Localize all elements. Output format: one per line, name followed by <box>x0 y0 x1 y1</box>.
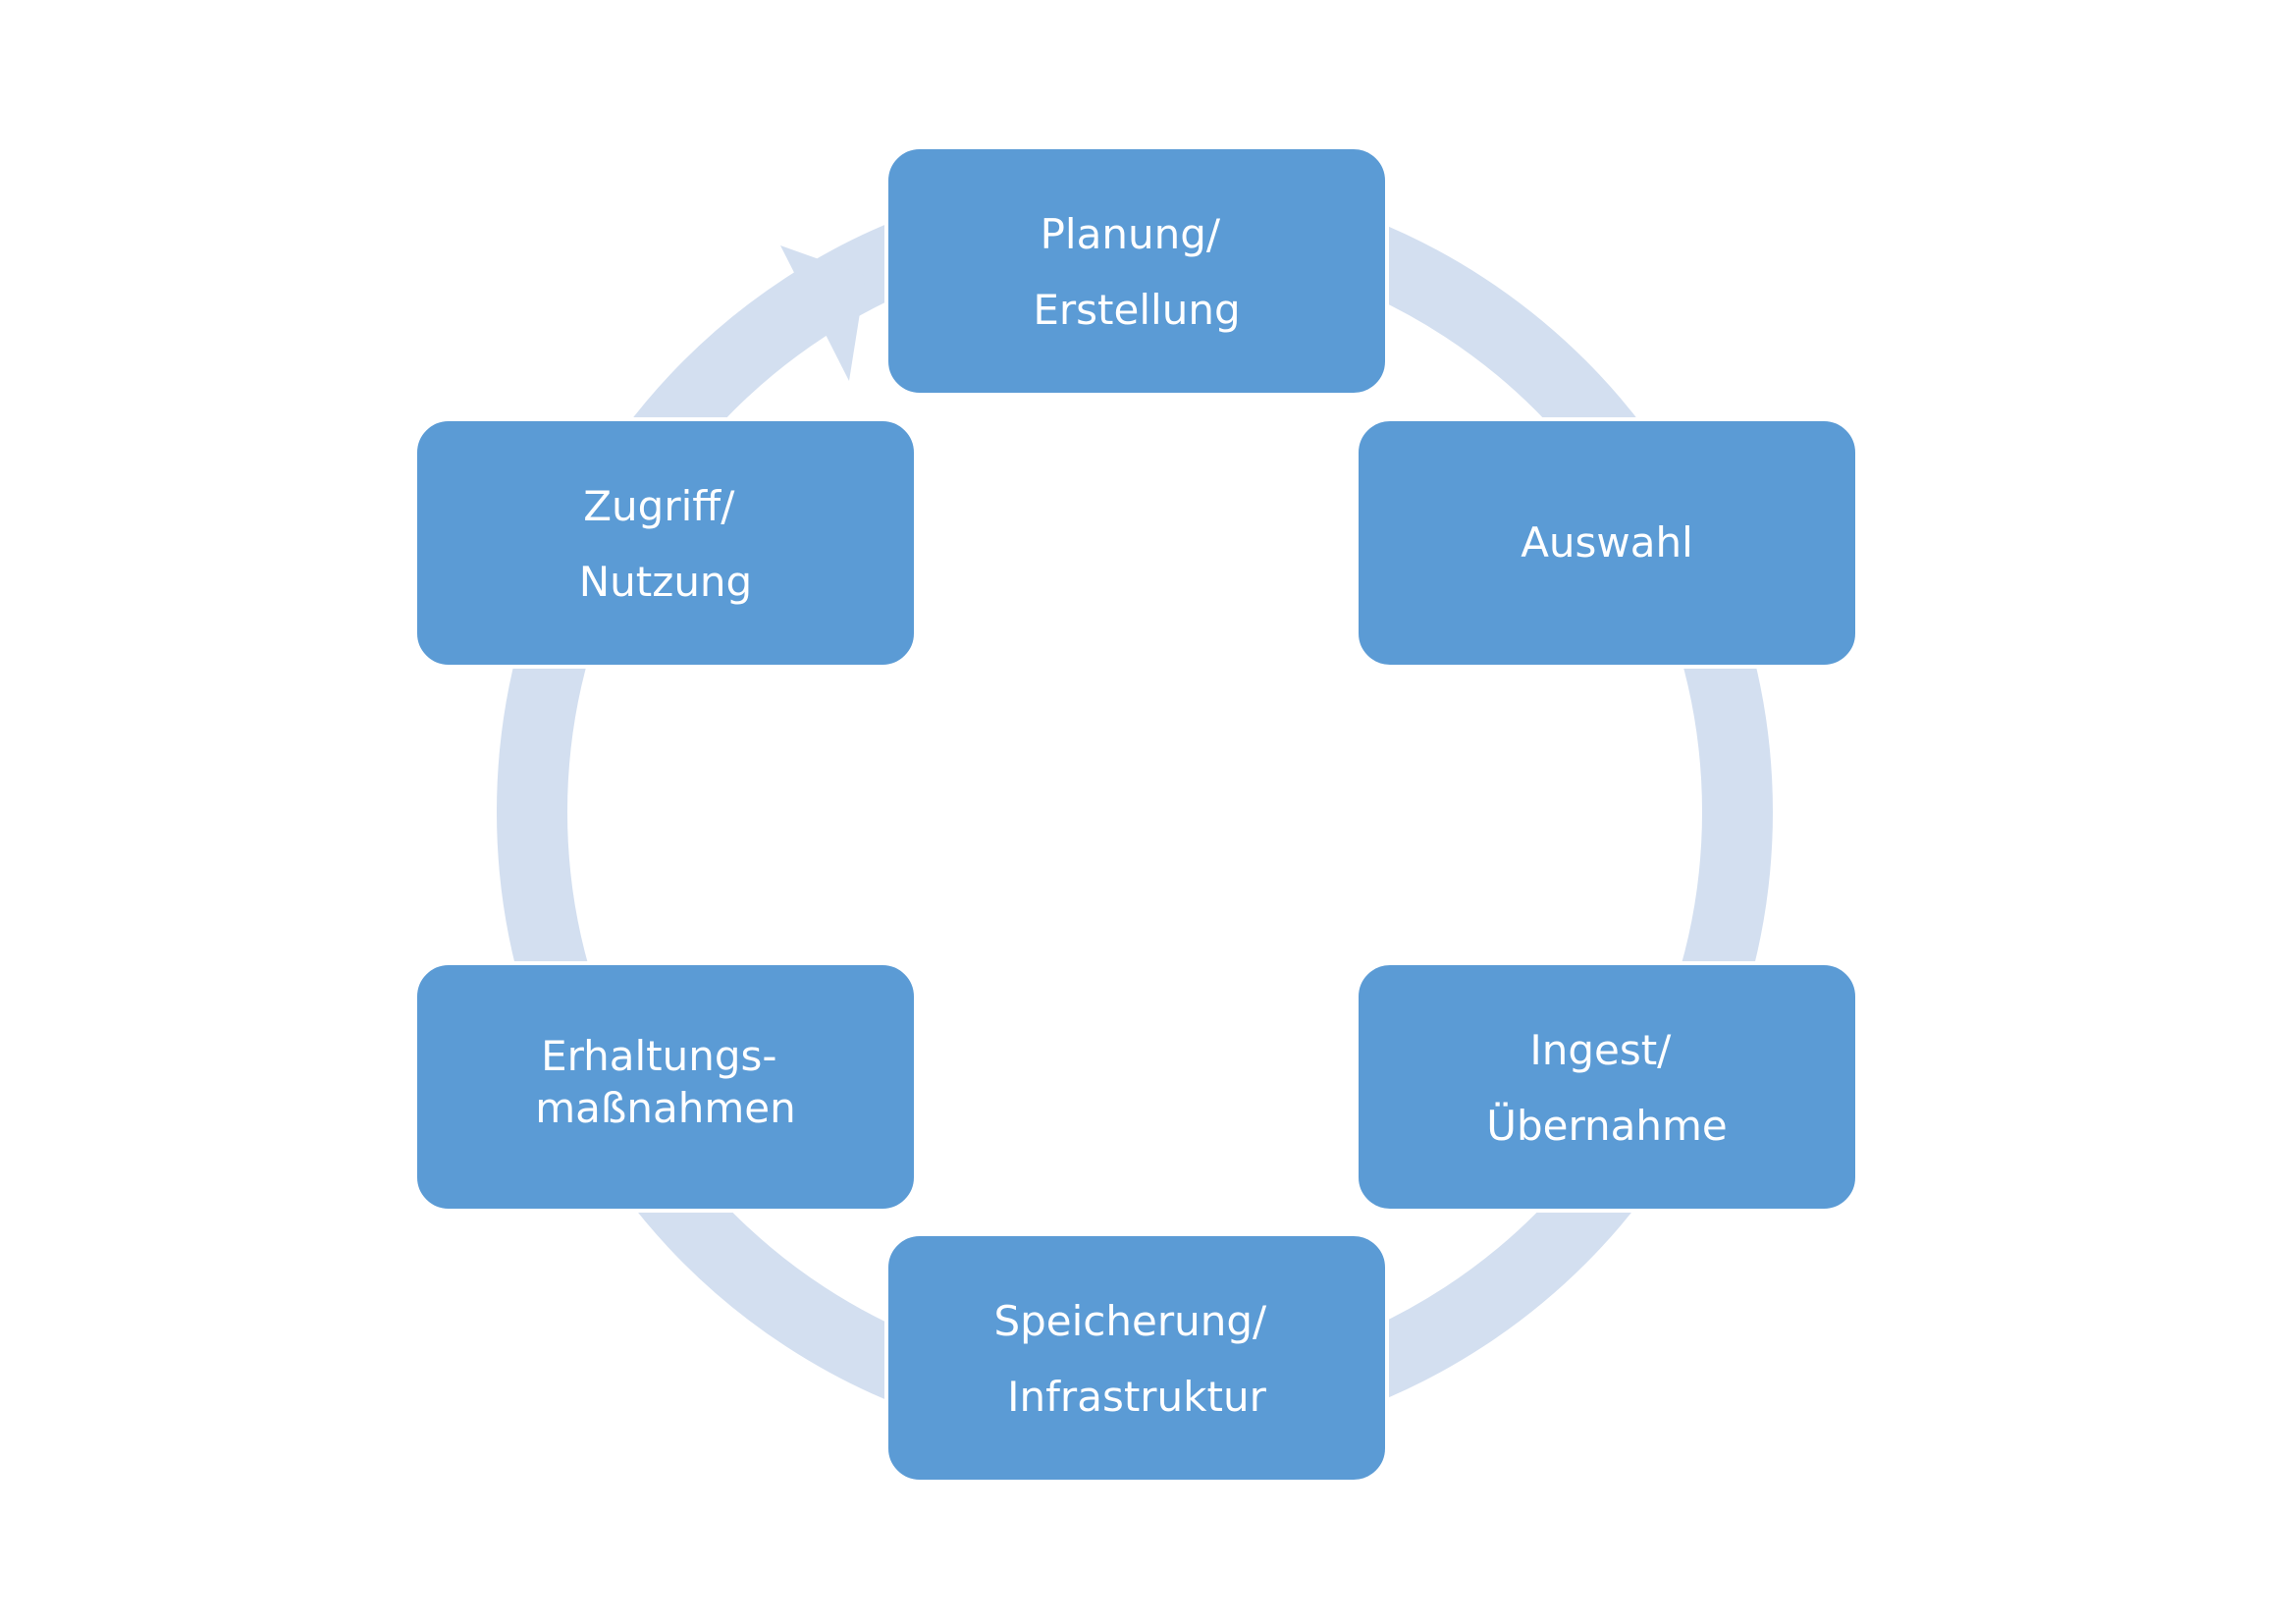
step-box <box>884 1232 1389 1484</box>
step-box <box>1355 417 1859 669</box>
step-planung[interactable]: Planung/ Erstellung <box>884 145 1389 397</box>
step-speicherung[interactable]: Speicherung/ Infrastruktur <box>884 1232 1389 1484</box>
step-auswahl[interactable]: Auswahl <box>1355 417 1859 669</box>
step-box <box>413 417 918 669</box>
cycle-arrowhead-icon <box>780 245 866 381</box>
step-box <box>1355 961 1859 1213</box>
step-label: Auswahl <box>1521 518 1693 567</box>
step-label: Speicherung/ Infrastruktur <box>993 1297 1279 1421</box>
step-box <box>413 961 918 1213</box>
step-zugriff[interactable]: Zugriff/ Nutzung <box>413 417 918 669</box>
step-label: Erhaltungs- maßnahmen <box>535 1032 795 1132</box>
step-label: Planung/ Erstellung <box>1033 210 1240 334</box>
step-box <box>884 145 1389 397</box>
step-erhaltung[interactable]: Erhaltungs- maßnahmen <box>413 961 918 1213</box>
step-ingest[interactable]: Ingest/ Übernahme <box>1355 961 1859 1213</box>
step-label: Zugriff/ Nutzung <box>579 482 752 606</box>
step-label: Ingest/ Übernahme <box>1486 1026 1728 1150</box>
